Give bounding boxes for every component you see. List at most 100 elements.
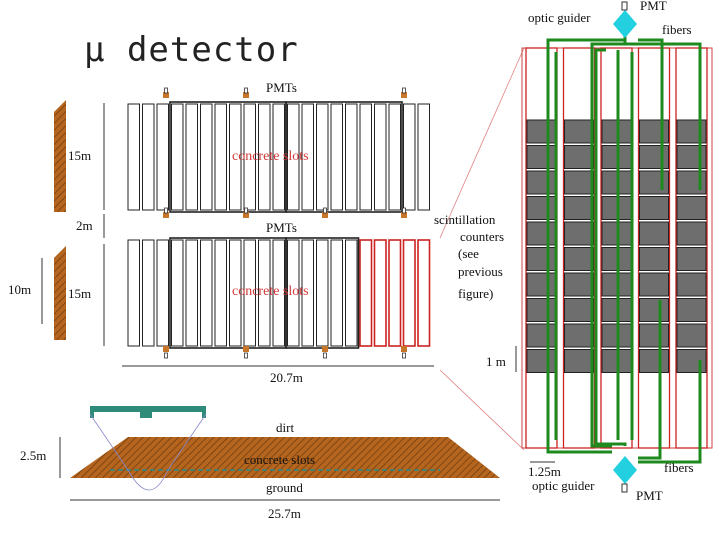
scintillation-counter	[676, 145, 707, 169]
slot	[272, 239, 285, 347]
scintillation-counter	[639, 298, 669, 322]
fiber-path	[638, 38, 664, 190]
slot	[171, 103, 184, 211]
scintillation-counter	[676, 349, 707, 373]
pmt-marker	[401, 212, 407, 218]
pmt-connector	[164, 87, 168, 94]
dim-15m-upper-label: 15m	[68, 148, 91, 163]
fiber-paths	[546, 30, 702, 464]
pmt-marker	[322, 212, 328, 218]
pmt-connector	[402, 207, 406, 214]
scintillation-counter	[564, 196, 594, 220]
pmt-marker	[163, 346, 169, 352]
scintillation-counter	[639, 196, 669, 220]
pmt-top-label: PMT	[640, 0, 667, 13]
fiber-path	[638, 360, 702, 464]
slot	[243, 103, 256, 211]
scintillation-counter	[639, 349, 669, 373]
slot	[156, 103, 169, 211]
scint-label-5: figure)	[458, 286, 493, 301]
scintillation-counter	[676, 221, 707, 246]
scintillation-counter	[639, 221, 669, 246]
dim-20-7m-label: 20.7m	[270, 370, 303, 385]
slot	[345, 103, 358, 211]
text-labels: PMTs concrete slots 15m 2m PMTs scintill…	[8, 0, 694, 521]
left-dimensions	[41, 103, 500, 501]
scintillation-counter	[639, 272, 669, 297]
side-wall-upper	[54, 100, 66, 212]
pmts-mid-label: PMTs	[266, 220, 297, 235]
slot	[388, 239, 402, 347]
roof-structure	[90, 406, 206, 418]
fiber-path	[594, 48, 627, 446]
scintillation-counter	[564, 221, 594, 246]
pmt-connector	[323, 352, 327, 359]
slot	[374, 103, 387, 211]
slot	[258, 103, 271, 211]
slot	[359, 103, 372, 211]
slot	[200, 239, 213, 347]
scint-label-2: counters	[460, 229, 504, 244]
lower-slot-row	[127, 237, 431, 349]
slot	[142, 103, 155, 211]
pmt-marker	[163, 92, 169, 98]
dirt-layer	[70, 437, 500, 478]
slot	[171, 239, 184, 347]
scintillation-counter	[526, 119, 557, 144]
fiber-path	[638, 300, 662, 460]
dim-2m-label: 2m	[76, 218, 93, 233]
scintillation-counter	[526, 145, 557, 169]
dim-15m-lower-label: 15m	[68, 286, 91, 301]
dirt-label: dirt	[276, 420, 294, 435]
dim-1m-label: 1 m	[486, 354, 506, 369]
pmt-bottom-label: PMT	[636, 488, 663, 503]
scintillation-counter	[526, 221, 557, 246]
pmt-marker	[401, 92, 407, 98]
pmt-connector	[323, 207, 327, 214]
slot	[200, 103, 213, 211]
slot	[258, 239, 271, 347]
scintillation-counter	[564, 145, 594, 169]
slot	[417, 239, 431, 347]
scintillation-counter	[564, 298, 594, 322]
slot	[142, 239, 155, 347]
cross-section	[70, 406, 500, 491]
slot	[301, 103, 314, 211]
pmt-connector	[402, 87, 406, 94]
scintillation-counter	[676, 298, 707, 322]
slot	[417, 103, 430, 211]
scint-label-4: previous	[458, 264, 503, 279]
slot	[330, 239, 343, 347]
scintillation-counter	[639, 170, 669, 195]
slot	[214, 103, 227, 211]
pmt-marker	[243, 346, 249, 352]
slot	[214, 239, 227, 347]
dim-2-5m-label: 2.5m	[20, 448, 46, 463]
slot	[185, 239, 198, 347]
scintillation-counter	[676, 196, 707, 220]
dim-25-7m-label: 25.7m	[268, 506, 301, 521]
scintillation-counter	[639, 247, 669, 271]
scintillation-counter	[676, 170, 707, 195]
side-walls	[54, 100, 66, 340]
scintillation-counter	[526, 196, 557, 220]
pmt-connector	[244, 207, 248, 214]
concrete-lower-label: concrete slots	[232, 284, 309, 299]
scintillation-counter	[564, 272, 594, 297]
slot	[127, 239, 140, 347]
fibers-bottom-label: fibers	[664, 460, 694, 475]
dim-1-25m-label: 1.25m	[528, 464, 561, 479]
scintillation-counter	[564, 119, 594, 144]
side-wall-lower	[54, 246, 66, 340]
optic-guider-top-icon	[613, 10, 637, 38]
optic-guider-bottom-label: optic guider	[532, 478, 595, 493]
scint-label-1: scintillation	[434, 212, 496, 227]
pmt-connector	[402, 352, 406, 359]
scintillation-counter	[526, 170, 557, 195]
slot	[330, 103, 343, 211]
slot	[127, 103, 140, 211]
slot-group	[285, 101, 403, 213]
slot	[272, 103, 285, 211]
slot	[185, 103, 198, 211]
slot	[345, 239, 358, 347]
